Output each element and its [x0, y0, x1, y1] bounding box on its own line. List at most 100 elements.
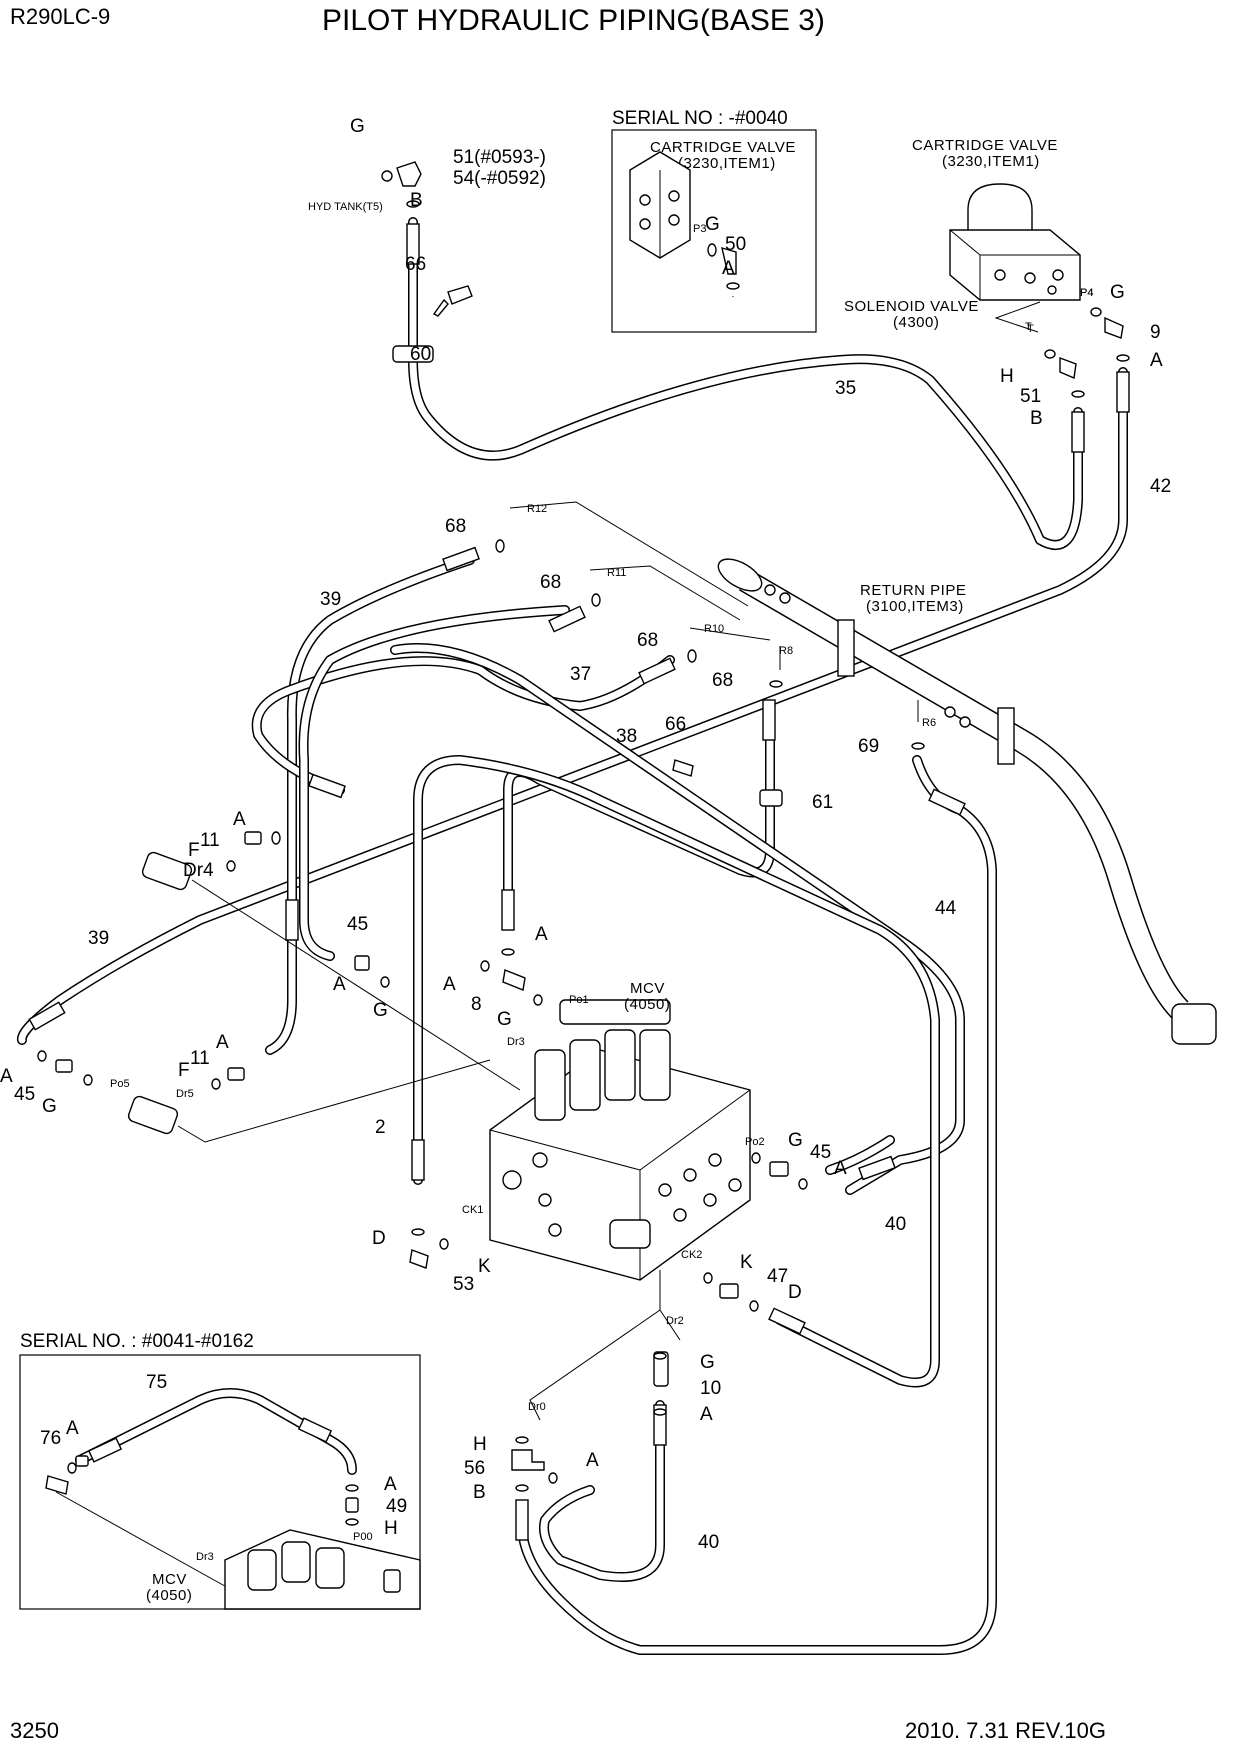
- part-callout: 37: [570, 664, 591, 685]
- inset-bottom-port-dr3: Dr3: [196, 1551, 214, 1563]
- inset-top-cartridge-ref: (3230,ITEM1): [678, 155, 776, 172]
- inset-bottom-mcv: [224, 1529, 421, 1610]
- page-number: 3250: [10, 1718, 59, 1743]
- inset-bottom-hose-75: [45, 1388, 359, 1591]
- part-callout: F: [178, 1060, 190, 1081]
- port-label: R8: [779, 645, 793, 657]
- hose-upper-cross: [390, 643, 965, 1195]
- part-callout: K: [740, 1252, 753, 1273]
- part-callout: 60: [410, 344, 431, 365]
- port-label: R10: [704, 623, 724, 635]
- part-callout: G: [497, 1009, 512, 1030]
- part-callout: A: [66, 1418, 79, 1439]
- hose-35: [408, 217, 1083, 550]
- hyd-tank-label: HYD TANK(T5): [308, 201, 383, 213]
- port-label: CK2: [681, 1249, 702, 1261]
- hose-38: [298, 605, 570, 961]
- part-callout: A: [0, 1066, 13, 1087]
- page-title: PILOT HYDRAULIC PIPING(BASE 3): [322, 4, 825, 37]
- part-callout: H: [384, 1518, 398, 1539]
- part-callout: A: [384, 1474, 397, 1495]
- part-callout: K: [478, 1256, 491, 1277]
- part-callout: 53: [453, 1274, 474, 1295]
- part-callout: 39: [320, 589, 341, 610]
- cartridge-valve-assembly: P4: [949, 183, 1093, 301]
- part-callout: 9: [1150, 322, 1161, 343]
- svg-text:T: T: [1027, 323, 1034, 335]
- part-callout: A: [216, 1032, 229, 1053]
- part-callout: Dr4: [183, 860, 214, 881]
- part-callout: 68: [637, 630, 658, 651]
- part-callout: 61: [812, 792, 833, 813]
- part-callout: G: [373, 1000, 388, 1021]
- mcv-ref: (4050): [624, 996, 670, 1013]
- hose-2: [413, 755, 940, 1388]
- part-callout: A: [700, 1404, 713, 1425]
- port-label: Dr3: [507, 1036, 525, 1048]
- part-callout: B: [410, 190, 423, 211]
- part-callout: 68: [540, 572, 561, 593]
- hose-fittings: [28, 223, 1130, 1541]
- part-callout: 44: [935, 898, 957, 919]
- part-callout: A: [722, 258, 735, 279]
- solenoid-valve-label: SOLENOID VALVE: [844, 298, 979, 315]
- model-number: R290LC-9: [10, 4, 110, 29]
- part-callout: A: [443, 974, 456, 995]
- part-callout: 40: [885, 1214, 906, 1235]
- port-label: Po2: [745, 1136, 765, 1148]
- hose-38b: [503, 715, 775, 925]
- port-label: Dr2: [666, 1315, 684, 1327]
- inset-top-box: [611, 129, 817, 333]
- small-fittings: [37, 539, 925, 1492]
- inset-bottom-mcv-label: MCV: [152, 1571, 187, 1588]
- part-callout: 68: [445, 516, 466, 537]
- return-pipe: [717, 558, 1217, 1045]
- inset-bottom-serial: SERIAL NO. : #0041-#0162: [20, 1331, 254, 1352]
- part-callout: F: [188, 840, 200, 861]
- part-callout: 40: [698, 1532, 719, 1553]
- inset-top-serial: SERIAL NO : -#0040: [612, 108, 788, 129]
- hyd-tank-fitting: [381, 161, 473, 363]
- part-callout: 50: [725, 234, 746, 255]
- part-callout: A: [586, 1450, 599, 1471]
- part-callout: 45: [14, 1084, 35, 1105]
- port-labels: R12R11R10R8R6P4TPo1Dr3Po5Dr5Po2CK1CK2Dr2…: [110, 287, 1093, 1413]
- part-callout: 68: [712, 670, 733, 691]
- part-callout: 2: [375, 1117, 386, 1138]
- port-label: Po1: [569, 994, 589, 1006]
- port-label: Dr0: [528, 1401, 546, 1413]
- solenoid-port-p4: P4: [1080, 287, 1093, 299]
- callout-54: 54(-#0592): [453, 168, 546, 189]
- return-pipe-ref: (3100,ITEM3): [866, 598, 964, 615]
- part-callout: 39: [88, 928, 109, 949]
- part-callout: A: [1150, 350, 1163, 371]
- part-callout: G: [705, 214, 720, 235]
- part-callout: 10: [700, 1378, 721, 1399]
- part-callout: 49: [386, 1496, 407, 1517]
- part-callout: G: [1110, 282, 1125, 303]
- part-callout: 69: [858, 736, 879, 757]
- port-label: T: [1025, 321, 1032, 333]
- part-callout: D: [372, 1228, 386, 1249]
- part-callout: A: [233, 809, 246, 830]
- port-label: R11: [607, 567, 626, 579]
- part-callout: 51: [1020, 386, 1041, 407]
- part-callout: H: [473, 1434, 487, 1455]
- part-callout: A: [333, 974, 346, 995]
- part-callout: G: [42, 1096, 57, 1117]
- hose-39-upper: [265, 555, 475, 1055]
- part-callout: 42: [1150, 476, 1171, 497]
- cartridge-valve-label: CARTRIDGE VALVE: [912, 137, 1058, 154]
- part-callout: 11: [190, 1048, 210, 1069]
- part-callout: G: [788, 1130, 803, 1151]
- part-callout: 56: [464, 1458, 485, 1479]
- hose-44-side: [825, 1135, 895, 1175]
- part-callout: B: [473, 1482, 486, 1503]
- hose-40-lower: [539, 1400, 665, 1582]
- port-label: Dr5: [176, 1088, 194, 1100]
- inset-bottom-mcv-ref: (4050): [146, 1587, 192, 1604]
- mcv-valve-body: [489, 999, 751, 1281]
- solenoid-valve-ref: (4300): [893, 314, 939, 331]
- part-callout: 47: [767, 1266, 788, 1287]
